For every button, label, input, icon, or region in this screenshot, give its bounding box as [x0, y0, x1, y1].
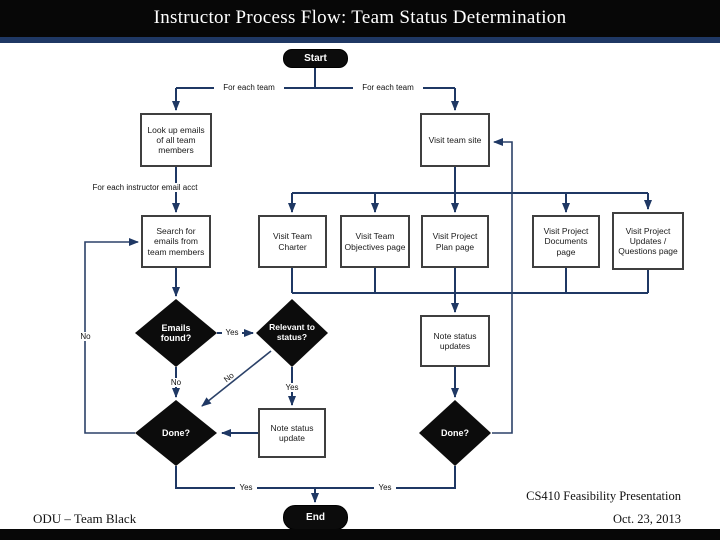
- edge-label-for-each-team-left: For each team: [214, 83, 284, 92]
- edge-label-no-emails: No: [167, 378, 185, 387]
- flow-box-note-status-updates: Note status updates: [420, 315, 490, 367]
- edge-relevant-no-diagonal: [201, 350, 272, 407]
- edge-label-yes-relevant: Yes: [281, 383, 303, 392]
- flow-box-search-emails: Search for emails from team members: [141, 215, 211, 268]
- flow-box-visit-charter: Visit Team Charter: [258, 215, 327, 268]
- edge-label-for-each-instructor: For each instructor email acct: [73, 183, 217, 192]
- slide-title: Instructor Process Flow: Team Status Det…: [153, 7, 567, 28]
- edge-label-for-each-team-right: For each team: [353, 83, 423, 92]
- flow-box-visit-documents: Visit Project Documents page: [532, 215, 600, 268]
- header-bar: [0, 0, 720, 37]
- bottom-bar: [0, 529, 720, 540]
- footer-team-name: ODU – Team Black: [33, 511, 137, 526]
- footer-course-title: CS410 Feasibility Presentation: [526, 489, 681, 503]
- flow-box-visit-team-site: Visit team site: [420, 113, 490, 167]
- flow-box-note-status-update: Note status update: [258, 408, 326, 458]
- edge-label-yes-done-left: Yes: [235, 483, 257, 492]
- edge-label-no-done-loop: No: [77, 332, 94, 341]
- edge-label-yes-done-right: Yes: [374, 483, 396, 492]
- flow-box-visit-objectives: Visit Team Objectives page: [340, 215, 410, 268]
- edge-label-yes-emails: Yes: [222, 328, 242, 337]
- flow-node-start: Start: [283, 49, 348, 68]
- edge-doneright-no-loop: [492, 138, 513, 434]
- accent-stripe: [0, 37, 720, 43]
- footer-date: Oct. 23, 2013: [612, 512, 681, 526]
- flow-box-visit-plan: Visit Project Plan page: [421, 215, 489, 268]
- flow-box-lookup-emails: Look up emails of all team members: [140, 113, 212, 167]
- flow-box-visit-updates: Visit Project Updates / Questions page: [612, 212, 684, 270]
- flow-node-end: End: [283, 505, 348, 530]
- edge-done-yes-bus: [175, 466, 456, 489]
